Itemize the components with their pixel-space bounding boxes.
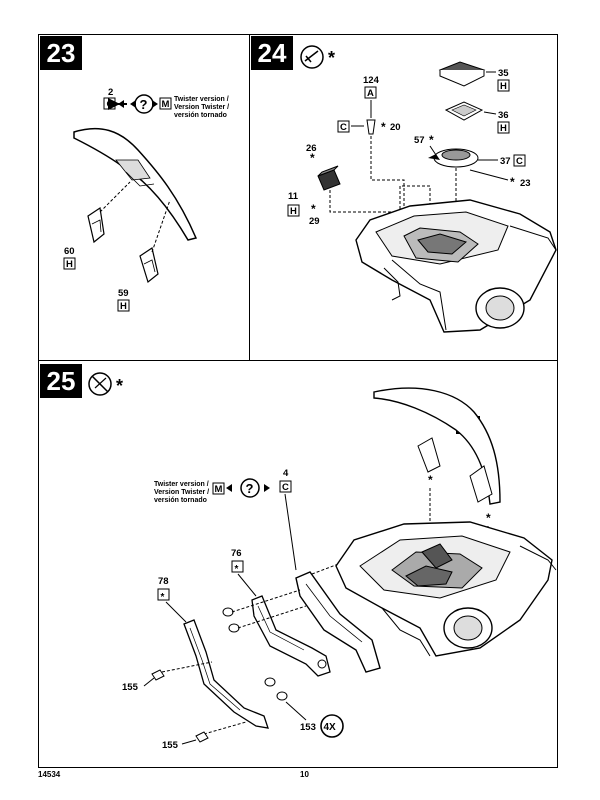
quantity-badge xyxy=(320,714,344,738)
part-37-number: 37 xyxy=(500,156,511,167)
svg-text:*: * xyxy=(161,592,165,603)
part-78-number: 78 xyxy=(158,576,169,587)
part-124-letter: A xyxy=(367,88,374,99)
step-23-badge: 23 xyxy=(40,36,82,70)
car-engine-bay-24 xyxy=(355,199,557,333)
paint-star-icon: * xyxy=(328,48,335,68)
part-2-number: 2 xyxy=(108,87,113,98)
part-36-number: 36 xyxy=(498,110,509,121)
divider-vertical xyxy=(249,34,250,360)
hood-part xyxy=(73,127,198,241)
alt-letter-25: M xyxy=(215,484,223,495)
version-note-line-1: Twister version / xyxy=(174,96,229,103)
part-36-letter: H xyxy=(500,123,507,134)
page-frame xyxy=(38,34,558,768)
alt-letter: M xyxy=(162,99,170,110)
part-59-letter: H xyxy=(120,301,127,312)
svg-text:*: * xyxy=(310,151,315,165)
part-11-number: 11 xyxy=(288,191,299,202)
svg-text:*: * xyxy=(428,473,433,487)
part-59-bracket xyxy=(139,247,159,284)
svg-text:*: * xyxy=(311,202,316,216)
part-11-letter: H xyxy=(290,206,297,217)
step-24-illustration: * 124 A C 20 * 26 * 11 H * 29 35 H 36 H xyxy=(287,45,557,333)
question-circle-icon-25 xyxy=(240,478,260,498)
part-23-number: 23 xyxy=(520,178,531,189)
car-engine-bay-25 xyxy=(335,521,557,657)
part-78-bracket xyxy=(183,619,269,729)
part-2-letter: C xyxy=(107,99,114,110)
part-26-number: 26 xyxy=(306,143,317,154)
part-59-number: 59 xyxy=(118,288,129,299)
part-60-letter: H xyxy=(66,259,73,270)
kit-number: 14534 xyxy=(38,770,61,779)
svg-text:*: * xyxy=(429,133,434,147)
version-note-line-2: Version Twister / xyxy=(174,104,229,111)
part-20-number: 20 xyxy=(390,122,401,133)
step-25-badge: 25 xyxy=(40,364,82,398)
version-note-25-line-2: Version Twister / xyxy=(154,489,209,496)
version-note-25-line-3: versión tornado xyxy=(154,497,207,504)
raised-hood xyxy=(373,387,501,505)
part-155-number-a: 155 xyxy=(122,682,139,693)
step-24-badge: 24 xyxy=(251,36,293,70)
part-37-letter: C xyxy=(516,156,523,167)
svg-text:*: * xyxy=(235,564,239,575)
step-23-illustration: 2 C ? M Twister version / Version Twiste… xyxy=(63,87,229,312)
page-number: 10 xyxy=(300,770,309,779)
part-124-plug xyxy=(366,119,376,135)
svg-text:*: * xyxy=(486,511,491,525)
part-60-bracket xyxy=(87,206,105,244)
svg-text:*: * xyxy=(381,120,386,134)
part-35-number: 35 xyxy=(498,68,509,79)
part-57-number: 57 xyxy=(414,135,425,146)
part-124-number: 124 xyxy=(363,75,380,86)
version-note-line-3: versión tornado xyxy=(174,112,227,119)
part-35-letter: H xyxy=(500,81,507,92)
alt-letter-box xyxy=(159,97,172,110)
part-153-number: 153 xyxy=(300,722,316,733)
part-60-number: 60 xyxy=(64,246,75,257)
part-29-number: 29 xyxy=(309,216,320,227)
part-76-bracket xyxy=(251,595,331,677)
paint-star-icon-25: * xyxy=(116,376,123,396)
part-76-number: 76 xyxy=(231,548,242,559)
question-mark: ? xyxy=(140,97,148,112)
divider-horizontal xyxy=(38,360,558,361)
quantity-label: 4X xyxy=(324,722,337,733)
paint-brush-icon xyxy=(300,45,324,69)
step-25-illustration: * 23 * * Twister version / Version Twist… xyxy=(88,372,557,751)
part-4-number: 4 xyxy=(283,468,289,479)
part-4-letter: C xyxy=(282,482,289,493)
part-20-letter: C xyxy=(340,122,347,133)
svg-text:*: * xyxy=(510,175,515,189)
part-155-number-b: 155 xyxy=(162,740,179,751)
svg-text:?: ? xyxy=(246,481,254,496)
version-note-25-line-1: Twister version / xyxy=(154,481,209,488)
